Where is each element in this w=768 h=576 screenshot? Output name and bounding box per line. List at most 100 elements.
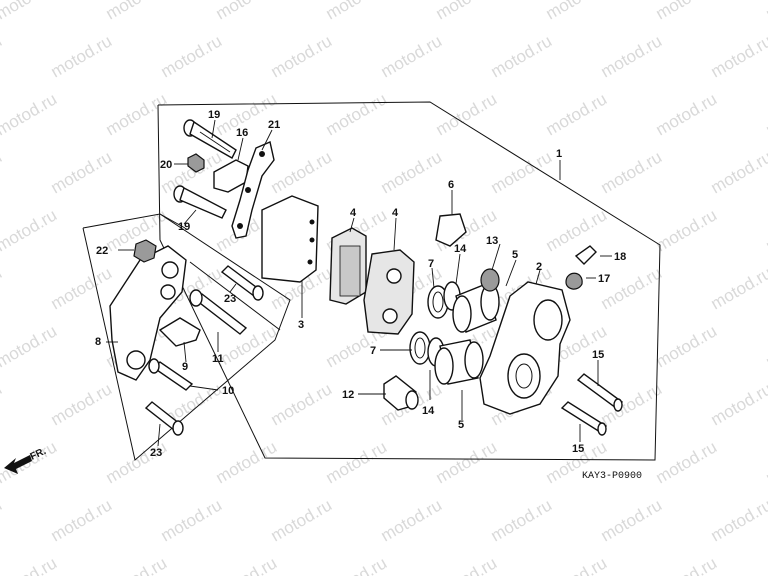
callout-22: 22 — [96, 245, 108, 257]
watermark-text: motod.ru — [378, 147, 446, 197]
watermark-text: motod.ru — [0, 147, 5, 197]
callout-1: 1 — [556, 148, 562, 160]
brake-pad-4-inner — [363, 249, 415, 335]
shim-plate-21 — [231, 141, 275, 239]
callout-8: 8 — [95, 336, 101, 348]
callout-10: 10 — [222, 385, 234, 397]
watermark-text: motod.ru — [543, 89, 611, 139]
boot-13 — [480, 268, 500, 292]
watermark-text: motod.ru — [0, 89, 60, 139]
callout-7-upper: 7 — [428, 258, 434, 270]
watermark-text: motod.ru — [0, 263, 5, 313]
callout-4-outer: 4 — [350, 207, 357, 219]
watermark-text: motod.ru — [268, 147, 336, 197]
watermark-text: motod.ru — [653, 0, 721, 23]
watermark-text: motod.ru — [653, 89, 721, 139]
assembly-frame — [82, 101, 661, 461]
watermark-text: motod.ru — [213, 0, 281, 23]
callout-23-lower: 23 — [150, 447, 162, 459]
callout-20: 20 — [160, 159, 172, 171]
watermark-text: motod.ru — [158, 495, 226, 545]
bleeder-valve-18 — [574, 245, 597, 265]
pin-15-upper — [576, 373, 624, 412]
watermark-text: motod.ru — [213, 437, 281, 487]
watermark-text: motod.ru — [488, 147, 556, 197]
callout-labels: 1 2 3 4 4 5 5 6 7 7 8 9 10 11 12 13 14 1… — [95, 109, 626, 459]
watermark-text: motod.ru — [323, 0, 391, 23]
watermark-text: motod.ru — [48, 31, 116, 81]
callout-18: 18 — [614, 251, 626, 263]
callout-17: 17 — [598, 273, 610, 285]
callout-16: 16 — [236, 127, 248, 139]
watermark-text: motod.ru — [763, 205, 768, 255]
watermark-text: motod.ru — [653, 321, 721, 371]
watermark-text: motod.ru — [103, 553, 171, 576]
watermark-text: motod.ru — [543, 0, 611, 23]
nut-22 — [133, 239, 157, 263]
watermark-text: motod.ru — [103, 437, 171, 487]
watermark-text: motod.ru — [598, 263, 666, 313]
watermark-text: motod.ru — [598, 379, 666, 429]
watermark-text: motod.ru — [0, 495, 5, 545]
watermark-text: motod.ru — [48, 495, 116, 545]
watermark-text: motod.ru — [213, 553, 281, 576]
callout-19-lower: 19 — [178, 221, 190, 233]
watermark-text: motod.ru — [488, 31, 556, 81]
watermark-text: motod.ru — [763, 553, 768, 576]
watermark-text: motod.ru — [763, 321, 768, 371]
watermark-text: motod.ru — [103, 0, 171, 23]
callout-14-lower: 14 — [422, 405, 435, 417]
watermark-text: motod.ru — [598, 31, 666, 81]
piston-seal-7-lower — [409, 331, 431, 365]
callout-21: 21 — [268, 119, 280, 131]
pin-11 — [189, 289, 248, 335]
bolt-23-upper — [220, 265, 264, 301]
caliper-body-2 — [479, 281, 571, 415]
callout-2: 2 — [536, 261, 542, 273]
callout-5-lower: 5 — [458, 419, 464, 431]
watermark-text: motod.ru — [0, 205, 60, 255]
callout-15-upper: 15 — [592, 349, 604, 361]
watermark-text: motod.ru — [268, 495, 336, 545]
watermark-text: motod.ru — [433, 0, 501, 23]
watermark-text: motod.ru — [708, 495, 768, 545]
retainer-9 — [158, 317, 201, 347]
callout-23-upper: 23 — [224, 293, 236, 305]
watermark-text: motod.ru — [653, 205, 721, 255]
watermark-text: motod.ru — [0, 553, 60, 576]
watermark-text: motod.ru — [708, 147, 768, 197]
watermark-text: motod.ru — [708, 31, 768, 81]
watermark-text: motod.ru — [653, 437, 721, 487]
callout-14-upper: 14 — [454, 243, 467, 255]
watermark-text: motod.ru — [488, 495, 556, 545]
watermark-text: motod.ru — [0, 379, 5, 429]
callout-9: 9 — [182, 361, 188, 373]
watermark-text: motod.ru — [268, 379, 336, 429]
watermark-text: motod.ru — [378, 31, 446, 81]
watermark-text: motod.ru — [708, 379, 768, 429]
watermark-text: motod.ru — [433, 437, 501, 487]
caliper-bracket-8 — [109, 245, 187, 381]
piston-seal-7-upper — [427, 285, 449, 319]
watermark-text: motod.ru — [708, 263, 768, 313]
pin-15-lower — [560, 401, 608, 436]
callout-13: 13 — [486, 235, 498, 247]
nut-20 — [187, 153, 205, 173]
brake-pad-4-outer — [329, 227, 367, 305]
pad-spring-6 — [435, 213, 467, 247]
callout-6: 6 — [448, 179, 454, 191]
callout-5-upper: 5 — [512, 249, 518, 261]
leader-lines — [106, 119, 612, 447]
watermark-text: motod.ru — [0, 437, 60, 487]
bolt-10 — [148, 358, 194, 391]
watermark-text: motod.ru — [763, 0, 768, 23]
bolt-19-lower — [173, 185, 227, 219]
piston-5-lower — [434, 339, 484, 385]
watermark-text: motod.ru — [103, 89, 171, 139]
callout-4-inner: 4 — [392, 207, 399, 219]
watermark-text: motod.ru — [433, 89, 501, 139]
watermark-text: motod.ru — [48, 379, 116, 429]
watermark-text: motod.ru — [0, 0, 60, 23]
watermark-text: motod.ru — [653, 553, 721, 576]
